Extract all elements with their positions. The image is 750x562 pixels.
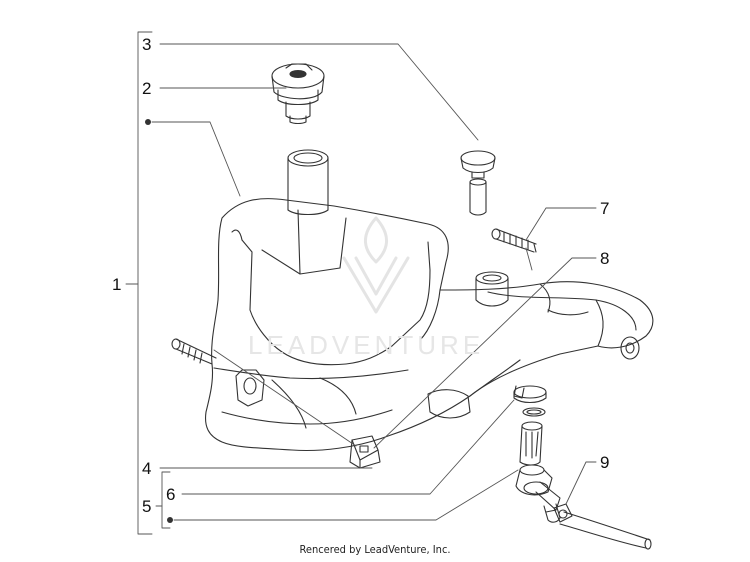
tank-plug xyxy=(460,150,496,216)
fuel-tap xyxy=(515,464,561,523)
callout-9: 9 xyxy=(600,453,610,472)
bolt-upper xyxy=(491,228,537,253)
filler-neck xyxy=(287,149,329,216)
watermark-logo xyxy=(342,216,410,314)
grommet xyxy=(475,271,509,307)
callout-5: 5 xyxy=(142,497,152,516)
fuel-tank xyxy=(204,198,654,452)
fuel-hose xyxy=(553,503,652,550)
o-ring xyxy=(522,407,546,417)
callout-6: 6 xyxy=(166,485,176,504)
callout-3: 3 xyxy=(142,35,152,54)
fuel-filter xyxy=(519,421,543,466)
callout-1: 1 xyxy=(112,275,122,294)
footer-credit: Rencered by LeadVenture, Inc. xyxy=(299,543,451,556)
callout-4: 4 xyxy=(142,459,152,478)
callout-2: 2 xyxy=(142,79,152,98)
clip-nut xyxy=(349,435,381,469)
bolt-lower-left xyxy=(171,338,217,365)
watermark-text: LEADVENTURE xyxy=(248,330,485,360)
leader-lines xyxy=(125,31,597,535)
callout-8: 8 xyxy=(600,249,610,268)
hose-clamp xyxy=(513,385,547,404)
callout-7: 7 xyxy=(600,199,610,218)
fuel-cap xyxy=(271,63,325,125)
